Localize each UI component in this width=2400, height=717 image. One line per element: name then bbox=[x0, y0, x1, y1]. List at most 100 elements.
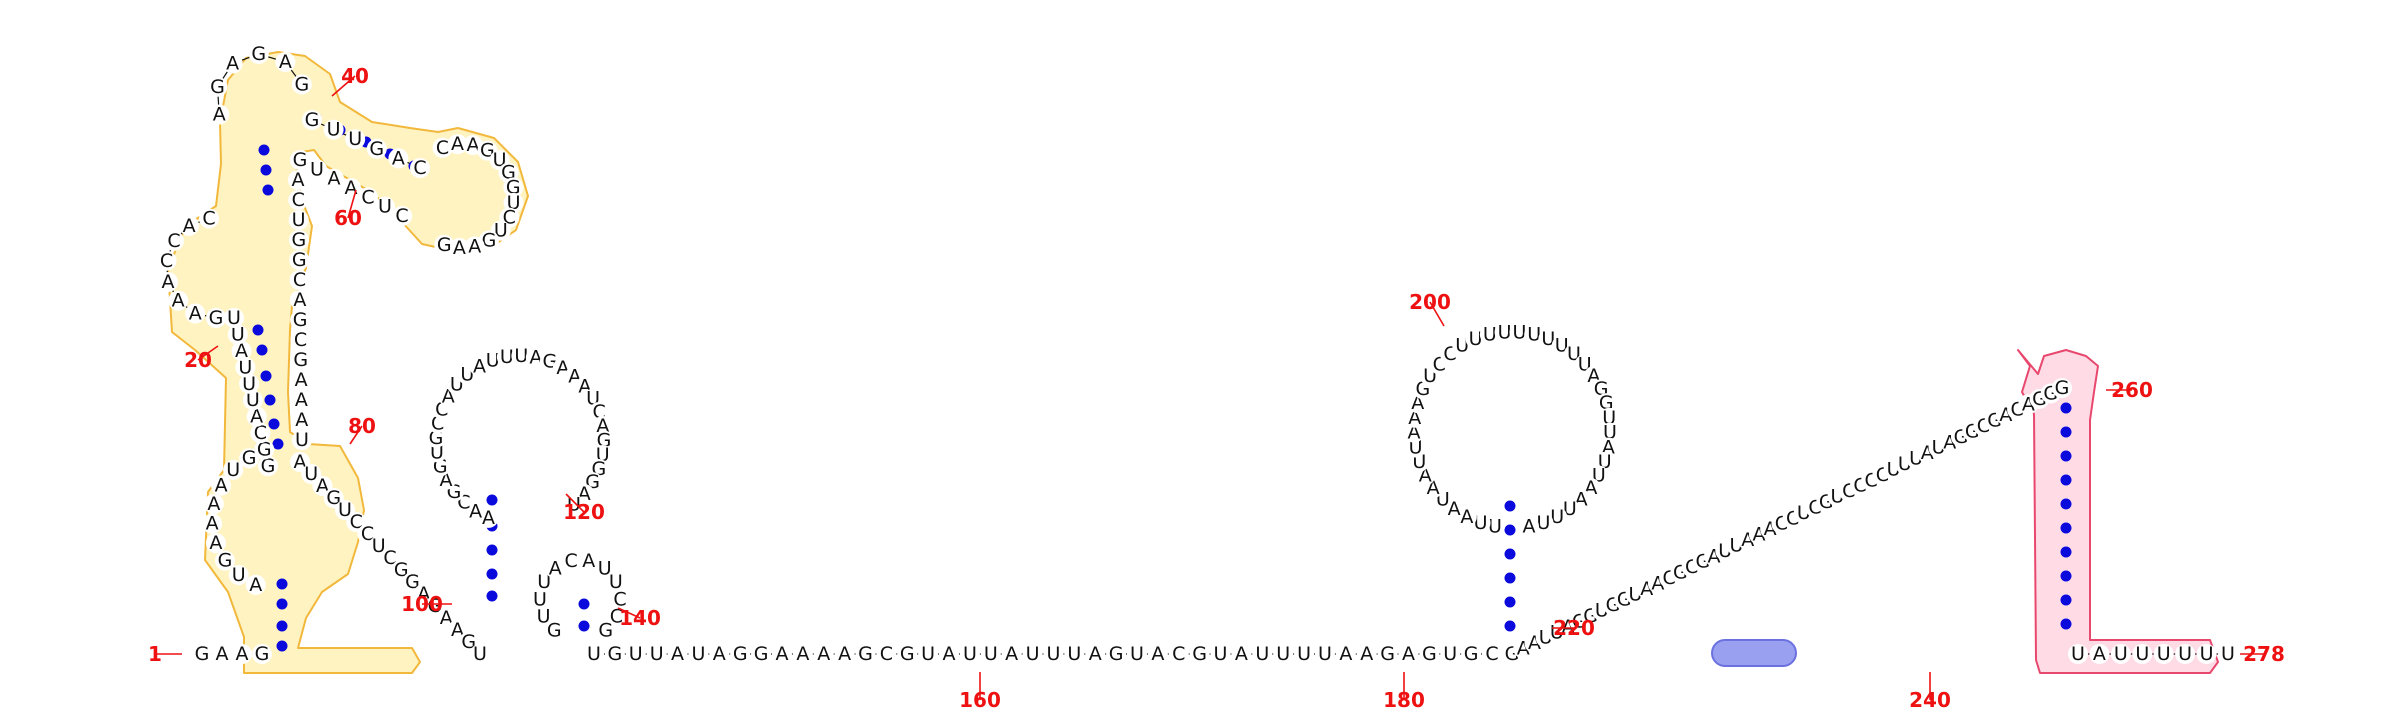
nucleotide-s14-38: U bbox=[1536, 512, 1550, 534]
nucleotide-s4-2: A bbox=[172, 290, 185, 312]
base-pair-dot bbox=[486, 568, 498, 580]
nucleotide-bg bbox=[544, 620, 565, 641]
nucleotide-bg bbox=[792, 644, 813, 664]
nucleotide-bg bbox=[606, 606, 627, 627]
base-pair-dot bbox=[578, 598, 590, 610]
nucleotide-s8-6: G bbox=[293, 149, 308, 171]
nucleotide-s2-6: A bbox=[215, 475, 228, 497]
nucleotide-bg bbox=[980, 644, 1001, 664]
nucleotide-bg bbox=[1335, 644, 1356, 664]
position-label-278: 278 bbox=[2243, 642, 2285, 666]
nucleotide-bg bbox=[730, 644, 751, 664]
nucleotide-s2-3: A bbox=[209, 532, 222, 554]
blue-highlight-box bbox=[1711, 639, 1797, 667]
nucleotide-bg bbox=[1147, 644, 1168, 664]
nucleotide-s16-7: U bbox=[2221, 643, 2235, 665]
base-pair-dot bbox=[260, 370, 272, 382]
nucleotide-s8-5: U bbox=[310, 158, 324, 180]
nucleotide-bg bbox=[202, 513, 223, 534]
nucleotide-bg bbox=[545, 558, 566, 579]
nucleotide-bg bbox=[290, 330, 311, 350]
nucleotide-bg bbox=[290, 150, 310, 170]
position-label-80: 80 bbox=[348, 414, 376, 438]
nucleotide-bg bbox=[307, 159, 327, 180]
nucleotide-s8-0: C bbox=[395, 205, 408, 227]
base-pair-dot bbox=[2060, 474, 2072, 486]
nucleotide-bg bbox=[223, 459, 244, 480]
base-pair-dot bbox=[2060, 426, 2072, 438]
nucleotide-bg bbox=[1494, 322, 1515, 343]
position-label-40: 40 bbox=[341, 64, 369, 88]
nucleotide-bg bbox=[1001, 644, 1022, 664]
base-pair-dot bbox=[2060, 570, 2072, 582]
nucleotide-s13-37: A bbox=[1360, 643, 1373, 665]
nucleotide-bg bbox=[228, 564, 249, 585]
nucleotide-s14-21: U bbox=[1527, 324, 1541, 346]
nucleotide-bg bbox=[533, 606, 554, 627]
nucleotide-bg bbox=[609, 589, 630, 610]
base-pair-dot bbox=[252, 324, 264, 336]
nucleotide-bg bbox=[855, 644, 876, 664]
nucleotide-s12-5: C bbox=[565, 550, 578, 572]
nucleotide-bg bbox=[246, 406, 267, 427]
nucleotide-bg bbox=[464, 236, 485, 257]
nucleotide-bg bbox=[2175, 644, 2196, 664]
nucleotide-bg bbox=[239, 373, 260, 394]
base-pair-dot bbox=[1504, 572, 1516, 584]
nucleotide-bg bbox=[1398, 644, 1419, 664]
nucleotide-s4-4: C bbox=[160, 250, 173, 272]
nucleotide-bg bbox=[449, 237, 470, 258]
nucleotide-s4-0: G bbox=[209, 307, 224, 329]
nucleotide-bg bbox=[185, 303, 206, 324]
nucleotide-bg bbox=[1252, 644, 1273, 664]
nucleotide-bg bbox=[1273, 644, 1294, 664]
nucleotide-s13-35: U bbox=[1318, 643, 1332, 665]
nucleotide-s3-4: U bbox=[246, 389, 260, 411]
nucleotide-s13-2: U bbox=[629, 643, 643, 665]
nucleotide-bg bbox=[290, 350, 311, 370]
nucleotide-s6-3: G bbox=[369, 138, 384, 160]
nucleotide-s14-17: U bbox=[1469, 328, 1483, 350]
nucleotide-bg bbox=[1519, 516, 1540, 537]
nucleotide-bg bbox=[289, 270, 310, 290]
nucleotide-bg bbox=[203, 493, 224, 514]
nucleotide-s13-22: U bbox=[1046, 643, 1060, 665]
nucleotide-bg bbox=[302, 110, 322, 130]
nucleotide-bg bbox=[358, 187, 378, 208]
position-tick bbox=[197, 345, 219, 361]
nucleotide-bg bbox=[2110, 644, 2131, 664]
position-label-160: 160 bbox=[959, 688, 1001, 712]
nucleotide-s9-3: G bbox=[292, 229, 307, 251]
nucleotide-s13-18: U bbox=[963, 643, 977, 665]
nucleotide-bg bbox=[1314, 644, 1335, 664]
nucleotide-s15-49: G bbox=[2055, 377, 2070, 399]
nucleotide-s13-40: G bbox=[1422, 643, 1437, 665]
base-pair-dot bbox=[2060, 498, 2072, 510]
base-pair-dot bbox=[256, 344, 268, 356]
nucleotide-s6-5: C bbox=[413, 157, 426, 179]
nucleotide-bg bbox=[1231, 644, 1252, 664]
nucleotide-s11-15: U bbox=[500, 346, 514, 368]
nucleotide-bg bbox=[751, 644, 772, 664]
nucleotide-bg bbox=[1126, 644, 1147, 664]
nucleotide-s7-1: A bbox=[451, 133, 464, 155]
nucleotide-s5-5: G bbox=[294, 73, 309, 95]
nucleotide-s13-31: A bbox=[1235, 643, 1248, 665]
nucleotide-bg bbox=[447, 134, 468, 155]
nucleotide-s13-27: A bbox=[1151, 643, 1164, 665]
nucleotide-bg bbox=[503, 177, 524, 198]
nucleotide-s2-7: U bbox=[226, 459, 240, 481]
nucleotide-s12-4: A bbox=[549, 558, 562, 580]
nucleotide-s13-17: A bbox=[943, 643, 956, 665]
base-pair-dot bbox=[1504, 524, 1516, 536]
nucleotide-s13-42: G bbox=[1464, 643, 1479, 665]
nucleotide-s3-9: U bbox=[227, 307, 241, 329]
nucleotide-bg bbox=[2089, 644, 2110, 664]
nucleotide-bg bbox=[1479, 324, 1500, 345]
nucleotide-bg bbox=[392, 206, 412, 226]
nucleotide-s13-21: U bbox=[1026, 643, 1040, 665]
nucleotide-s10-4: U bbox=[338, 499, 352, 521]
nucleotide-s13-3: U bbox=[650, 643, 664, 665]
